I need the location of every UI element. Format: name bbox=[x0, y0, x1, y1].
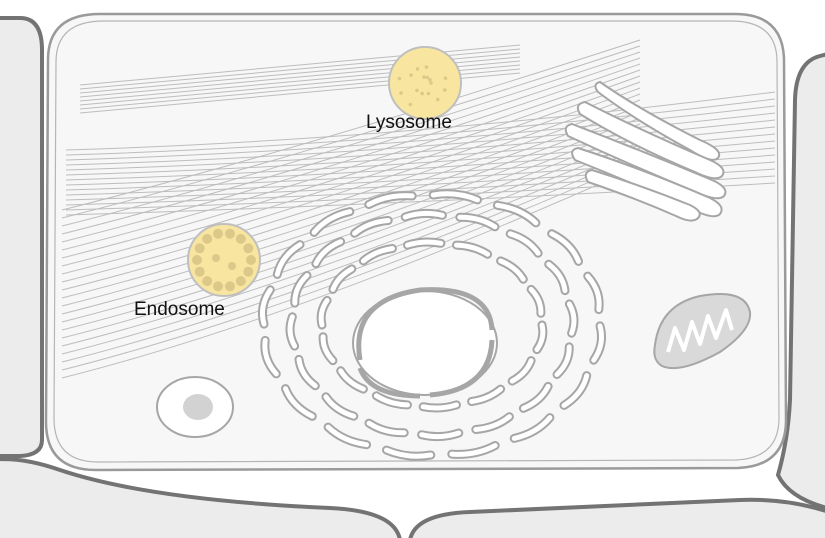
endosome-label: Endosome bbox=[134, 299, 225, 321]
granule bbox=[415, 89, 419, 93]
neighbor-cell-bottom-left bbox=[0, 459, 400, 538]
granule bbox=[425, 65, 429, 69]
vesicle bbox=[212, 254, 220, 262]
endosome bbox=[188, 224, 260, 296]
granule bbox=[399, 91, 403, 95]
vesicle bbox=[236, 276, 246, 286]
vesicle bbox=[192, 255, 202, 265]
vesicle bbox=[236, 234, 246, 244]
vacuole bbox=[157, 377, 233, 437]
vesicle bbox=[225, 229, 235, 239]
granule bbox=[398, 77, 402, 81]
vesicle bbox=[195, 243, 205, 253]
granule bbox=[426, 76, 430, 80]
nucleus bbox=[353, 290, 497, 396]
vesicle bbox=[202, 234, 212, 244]
neighbor-cell-bottom-right bbox=[410, 500, 825, 538]
lysosome bbox=[389, 47, 461, 119]
granule bbox=[409, 103, 413, 107]
vesicle bbox=[195, 267, 205, 277]
vesicle bbox=[213, 281, 223, 291]
vesicle bbox=[213, 229, 223, 239]
neighbor-cell-left bbox=[0, 18, 42, 456]
vesicle bbox=[243, 243, 253, 253]
granule bbox=[444, 76, 448, 80]
lysosome-label: Lysosome bbox=[366, 112, 452, 134]
vesicle bbox=[228, 262, 236, 270]
granule bbox=[436, 98, 440, 102]
granule bbox=[443, 88, 447, 92]
granule bbox=[409, 73, 413, 77]
vesicle bbox=[202, 276, 212, 286]
granule bbox=[420, 92, 424, 96]
vesicle bbox=[243, 267, 253, 277]
granule bbox=[427, 92, 431, 96]
granule bbox=[422, 75, 426, 79]
vesicle bbox=[225, 281, 235, 291]
granule bbox=[416, 67, 420, 71]
granule bbox=[429, 81, 433, 85]
vesicle bbox=[246, 255, 256, 265]
